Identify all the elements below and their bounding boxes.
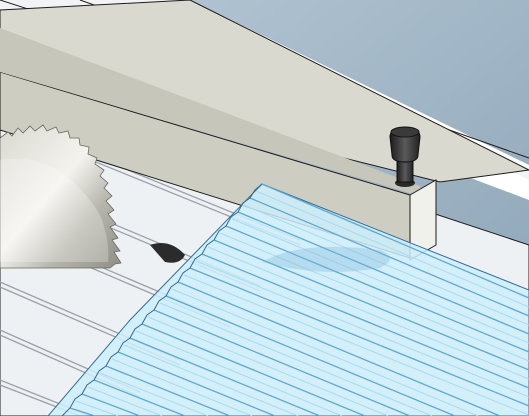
fence-lock-knob-icon	[389, 126, 421, 187]
fluted-polycarbonate-sheet-icon	[47, 183, 529, 416]
blade-slot	[150, 242, 185, 263]
circular-saw-blade-icon	[0, 124, 122, 269]
